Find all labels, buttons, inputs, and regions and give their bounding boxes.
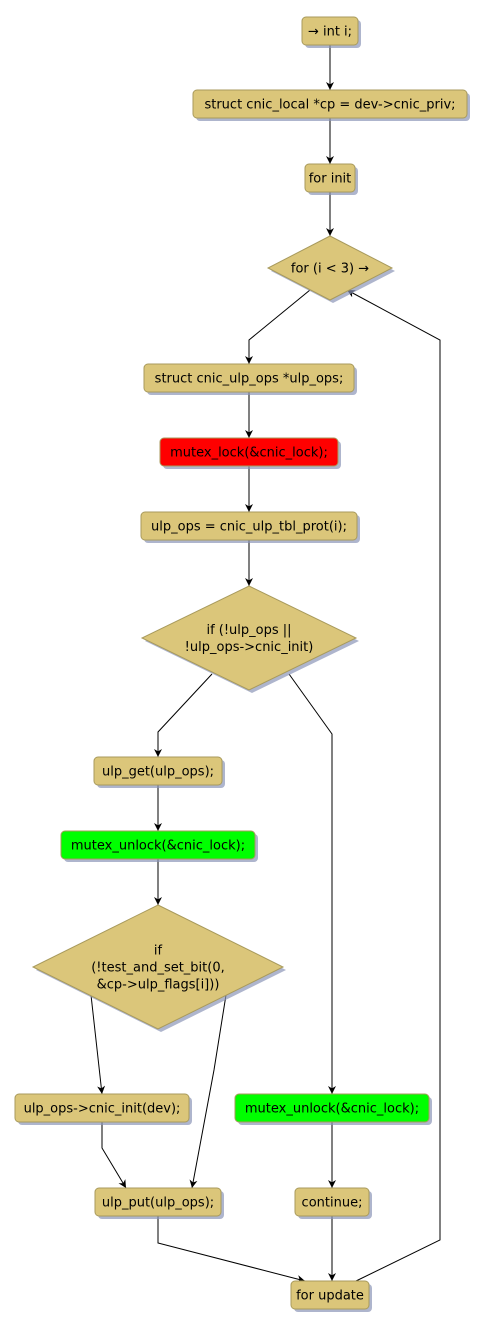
node-label: continue; xyxy=(302,1196,363,1211)
nodes: → int i; struct cnic_local *cp = dev->cni… xyxy=(14,16,470,1312)
decision-shape xyxy=(140,585,358,691)
process-box xyxy=(159,437,339,467)
process-box xyxy=(304,163,356,193)
process-box xyxy=(234,1093,430,1123)
edge-if-ulp-ops-to-ulp-get xyxy=(154,673,213,757)
node-label: ulp_put(ulp_ops); xyxy=(102,1196,214,1211)
node-label: → int i; xyxy=(308,25,352,40)
process-box xyxy=(301,16,359,46)
edges xyxy=(90,45,441,1283)
edge-for-cond-to-ulp-ops-decl xyxy=(245,289,311,364)
decision-shape xyxy=(31,904,285,1030)
node-label: ulp_ops = cnic_ulp_tbl_prot(i); xyxy=(151,520,347,535)
node-for-cond: for (i < 3) → xyxy=(266,235,395,303)
process-box xyxy=(94,1187,222,1217)
node-label: (!test_and_set_bit(0, xyxy=(91,961,225,976)
node-cnic-init: ulp_ops->cnic_init(dev); xyxy=(14,1093,192,1125)
process-box xyxy=(294,1187,370,1217)
node-cp-decl: struct cnic_local *cp = dev->cnic_priv; xyxy=(192,89,470,121)
process-box xyxy=(290,1280,370,1310)
edge-if-test-bit-to-ulp-put xyxy=(189,994,227,1189)
node-label: for init xyxy=(309,172,352,187)
node-label: ulp_ops->cnic_init(dev); xyxy=(24,1102,181,1117)
node-ulp-get: ulp_get(ulp_ops); xyxy=(93,756,225,788)
edge-for-update-to-for-cond xyxy=(346,289,441,1282)
process-box xyxy=(93,756,223,786)
edge-if-ulp-ops-to-mutex-unlock-2 xyxy=(288,673,336,1094)
process-box xyxy=(143,363,355,393)
process-box xyxy=(60,830,256,860)
node-for-init: for init xyxy=(304,163,358,195)
node-label: mutex_unlock(&cnic_lock); xyxy=(245,1102,419,1117)
node-int-i: → int i; xyxy=(301,16,361,48)
edge-cnic-init-to-ulp-put xyxy=(101,1122,127,1189)
node-mutex-unlock-1: mutex_unlock(&cnic_lock); xyxy=(60,830,258,862)
node-label: for update xyxy=(296,1289,364,1304)
node-ulp-ops-decl: struct cnic_ulp_ops *ulp_ops; xyxy=(143,363,357,395)
edge-ulp-put-to-for-update xyxy=(157,1216,306,1283)
edge-if-test-bit-to-cnic-init xyxy=(90,994,106,1095)
node-ulp-put: ulp_put(ulp_ops); xyxy=(94,1187,224,1219)
node-label: &cp->ulp_flags[i])) xyxy=(97,978,220,993)
node-mutex-unlock-2: mutex_unlock(&cnic_lock); xyxy=(234,1093,432,1125)
node-label: struct cnic_ulp_ops *ulp_ops; xyxy=(155,372,344,387)
process-box xyxy=(14,1093,190,1123)
decision-shape xyxy=(266,235,394,301)
node-label: ulp_get(ulp_ops); xyxy=(102,765,214,780)
node-label: struct cnic_local *cp = dev->cnic_priv; xyxy=(204,98,455,113)
process-box xyxy=(192,89,468,119)
node-if-test-bit: if (!test_and_set_bit(0, &cp->ulp_flags[i]… xyxy=(31,904,286,1032)
node-continue: continue; xyxy=(294,1187,372,1219)
node-label: if (!ulp_ops || xyxy=(206,623,291,638)
process-box xyxy=(140,511,358,541)
node-label: !ulp_ops->cnic_init) xyxy=(185,640,314,655)
node-label: if xyxy=(154,944,163,959)
node-label: mutex_lock(&cnic_lock); xyxy=(170,446,328,461)
node-ulp-ops-assign: ulp_ops = cnic_ulp_tbl_prot(i); xyxy=(140,511,360,543)
node-if-ulp-ops: if (!ulp_ops || !ulp_ops->cnic_init) xyxy=(140,585,359,693)
node-label: for (i < 3) → xyxy=(291,262,369,277)
node-label: mutex_unlock(&cnic_lock); xyxy=(71,839,245,854)
node-mutex-lock: mutex_lock(&cnic_lock); xyxy=(159,437,341,469)
node-for-update: for update xyxy=(290,1280,372,1312)
